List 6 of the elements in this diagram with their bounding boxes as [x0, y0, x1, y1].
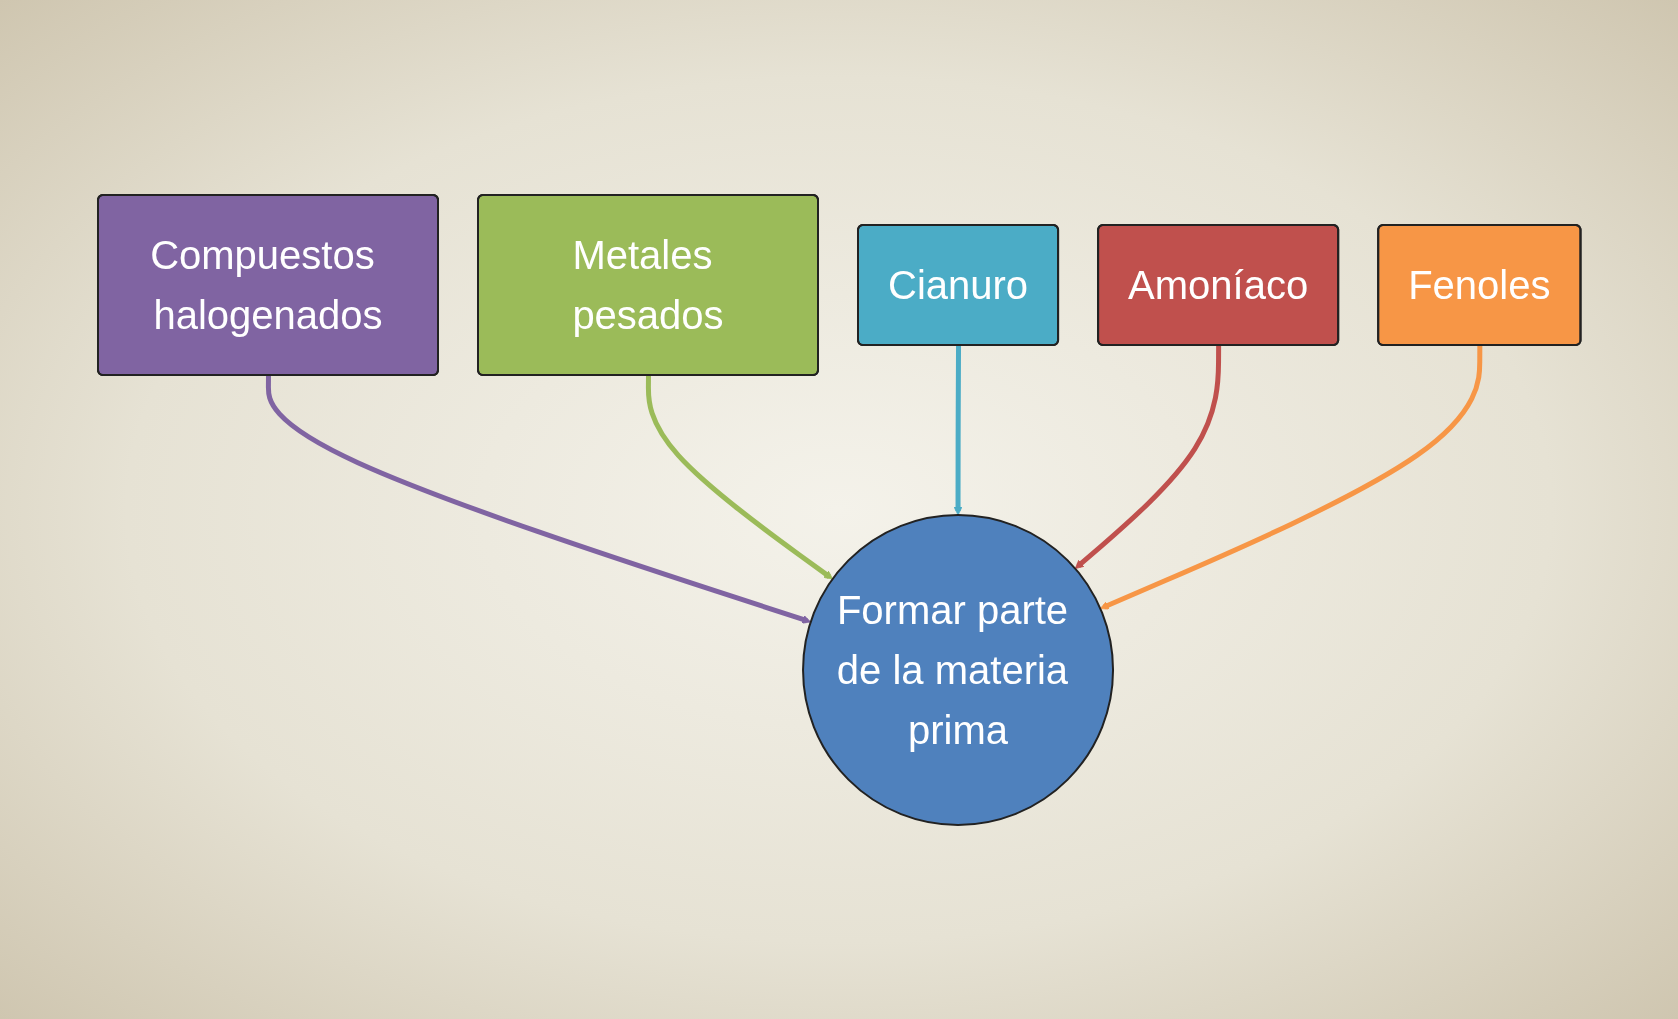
arrow — [1074, 345, 1221, 569]
arrow — [953, 345, 963, 515]
arrow — [1099, 345, 1483, 609]
arrow — [265, 375, 811, 624]
arrow — [645, 375, 833, 579]
node-circle: Formar parte de la materia prima — [801, 513, 1114, 826]
